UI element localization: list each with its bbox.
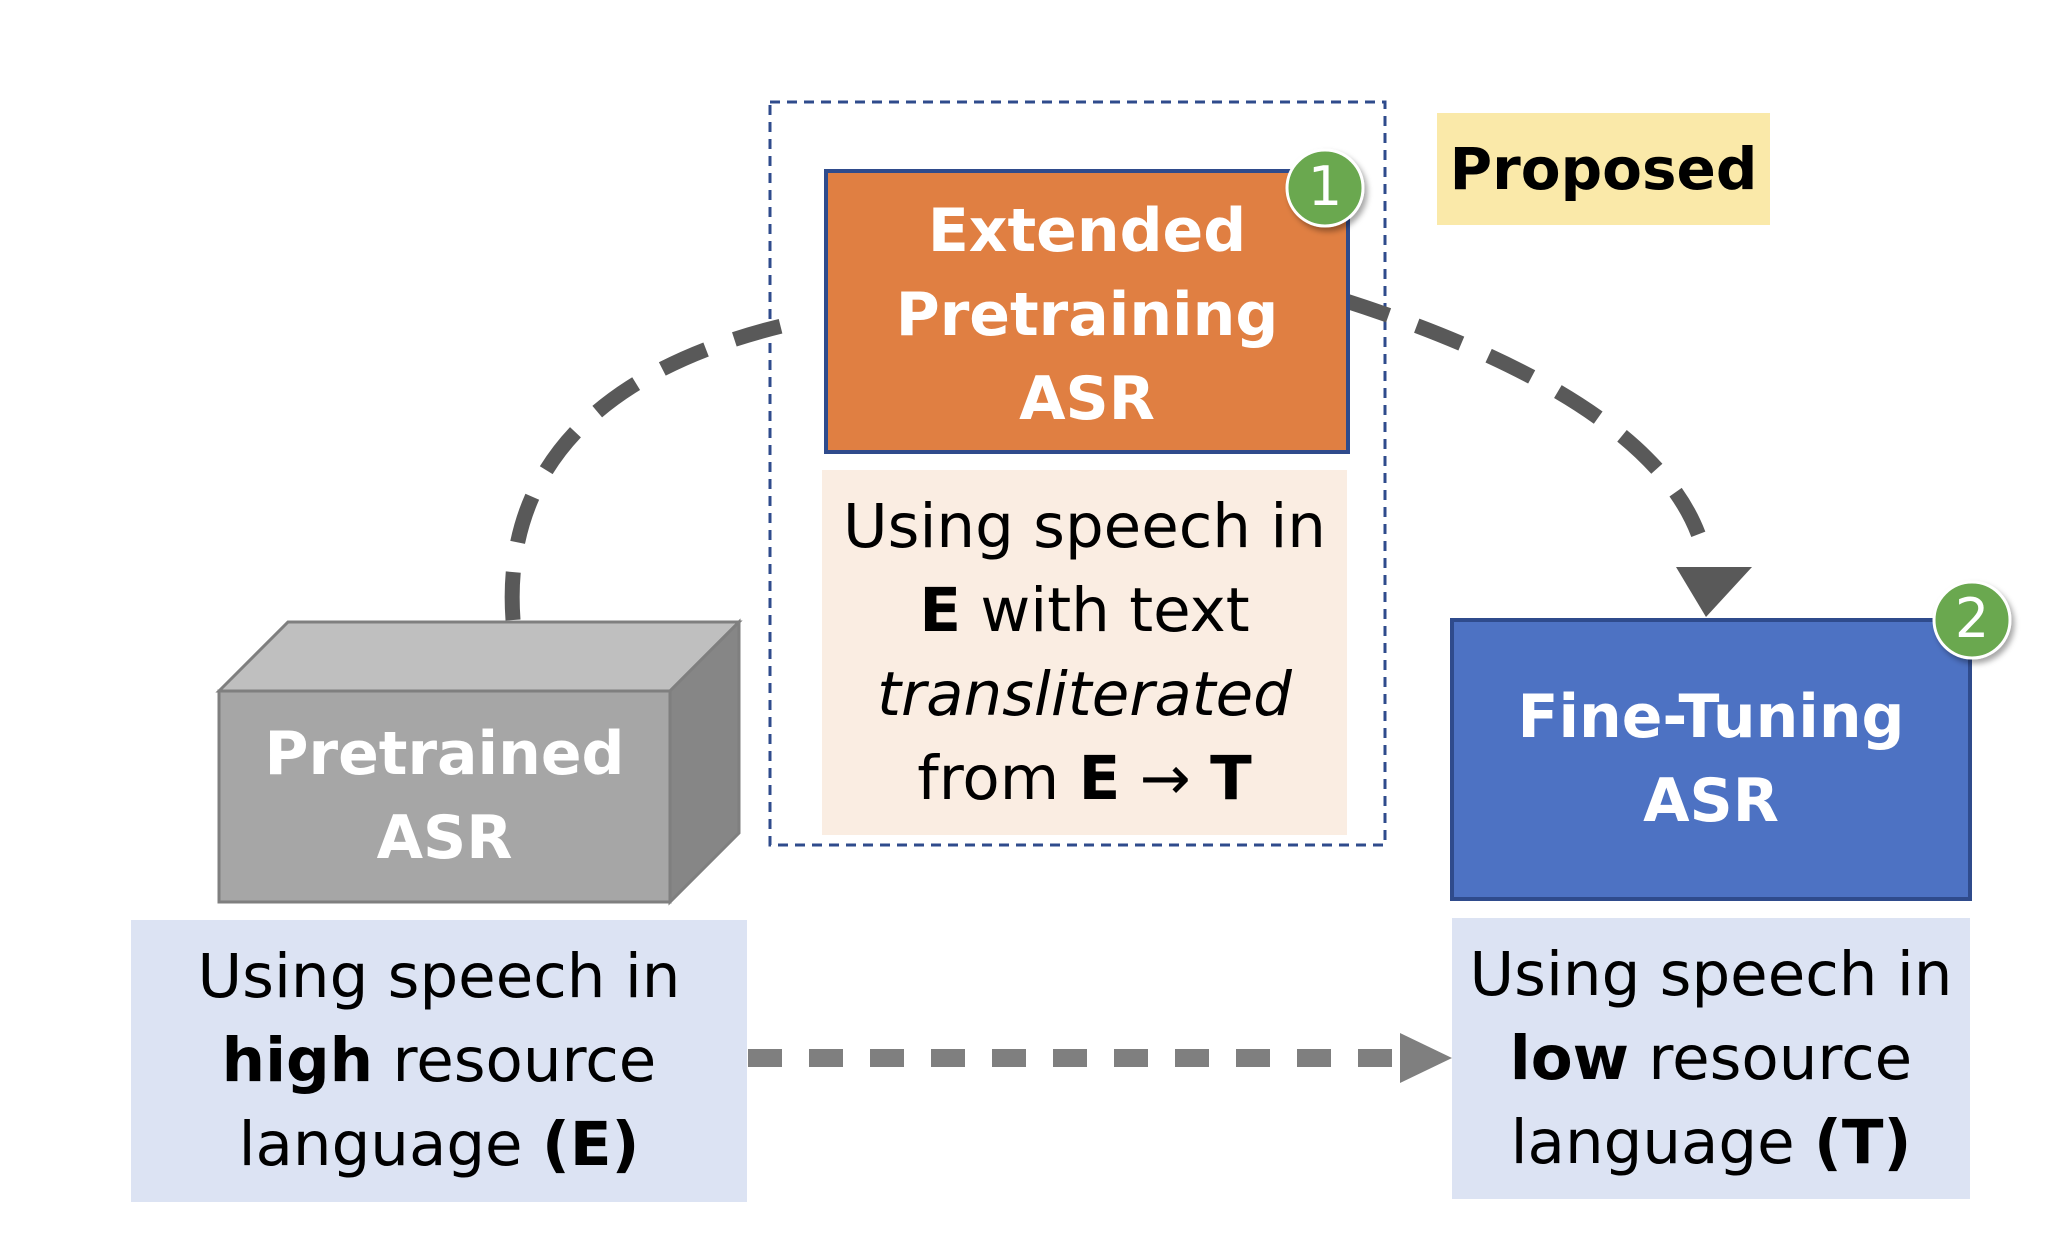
extended-title-line-3: ASR <box>1019 364 1155 434</box>
finetuning-title-line-1: Fine-Tuning <box>1517 682 1905 752</box>
extended-pretraining-box <box>824 169 1350 454</box>
high-resource-desc-bg <box>131 920 747 1202</box>
extended-desc-transliterated: transliterated <box>877 659 1292 730</box>
extended-desc-line-3: transliterated <box>822 653 1347 737</box>
low-resource-desc-bg <box>1452 918 1970 1199</box>
finetuning-title-line-2: ASR <box>1643 766 1779 836</box>
arrow-extended-to-finetuning <box>1340 292 1710 548</box>
finetuning-box <box>1450 618 1972 901</box>
pretrained-title-line-2: ASR <box>376 803 513 873</box>
pretrained-block-top <box>215 620 743 693</box>
low-desc-line-1: Using speech in <box>1469 939 1953 1010</box>
extended-desc-line-1: Using speech in <box>843 491 1326 562</box>
arrow-pretrained-to-extended <box>504 312 810 621</box>
high-desc-language: language <box>238 1109 542 1180</box>
extended-desc-bg <box>822 470 1347 835</box>
low-desc-resource: resource <box>1628 1023 1913 1094</box>
low-desc-t: (T) <box>1814 1107 1912 1178</box>
extended-desc-from: from <box>917 743 1079 814</box>
proposed-label-bg <box>1437 113 1770 225</box>
extended-desc-with-text: with text <box>961 575 1250 646</box>
extended-title-line-1: Extended <box>927 196 1247 266</box>
high-desc-e: (E) <box>541 1109 640 1180</box>
high-desc-high: high <box>221 1025 374 1096</box>
arrow-high-to-low-resource-head <box>1400 1033 1452 1083</box>
high-desc-line-2: high resource <box>131 1019 747 1103</box>
low-desc-line-2: low resource <box>1452 1017 1970 1101</box>
extended-desc-target-t: T <box>1210 743 1252 814</box>
arrow-extended-to-finetuning-head <box>1676 567 1752 617</box>
low-resource-description: Using speech in low resource language (T… <box>1452 933 1970 1185</box>
low-desc-line-3: language (T) <box>1452 1101 1970 1185</box>
pretrained-block-front <box>217 689 672 904</box>
extended-desc-source-e: E <box>1078 743 1121 814</box>
badge-2-number: 2 <box>1954 587 1990 650</box>
badge-1-number: 1 <box>1307 155 1343 218</box>
high-desc-line-3: language (E) <box>131 1103 747 1187</box>
low-desc-language: language <box>1510 1107 1815 1178</box>
high-desc-resource: resource <box>373 1025 657 1096</box>
proposed-dashed-frame <box>768 100 1387 847</box>
extended-desc-line-4: from E → T <box>822 737 1347 821</box>
extended-desc-e: E <box>919 575 962 646</box>
finetuning-asr-title: Fine-Tuning ASR <box>1452 675 1970 843</box>
badge-2-circle <box>1932 580 2012 660</box>
high-desc-line-1: Using speech in <box>197 941 681 1012</box>
proposed-label: Proposed <box>1449 135 1758 203</box>
high-resource-description: Using speech in high resource language (… <box>131 935 747 1187</box>
pretrained-asr-title: Pretrained ASR <box>219 712 670 880</box>
extended-desc-line-2: E with text <box>822 569 1347 653</box>
pretrained-title-line-1: Pretrained <box>264 719 625 789</box>
extended-pretraining-title: Extended Pretraining ASR <box>826 189 1348 441</box>
extended-title-line-2: Pretraining <box>895 280 1279 350</box>
extended-description: Using speech in E with text transliterat… <box>822 485 1347 821</box>
extended-desc-arrow: → <box>1120 743 1211 814</box>
low-desc-low: low <box>1509 1023 1629 1094</box>
badge-1-circle <box>1285 148 1365 228</box>
